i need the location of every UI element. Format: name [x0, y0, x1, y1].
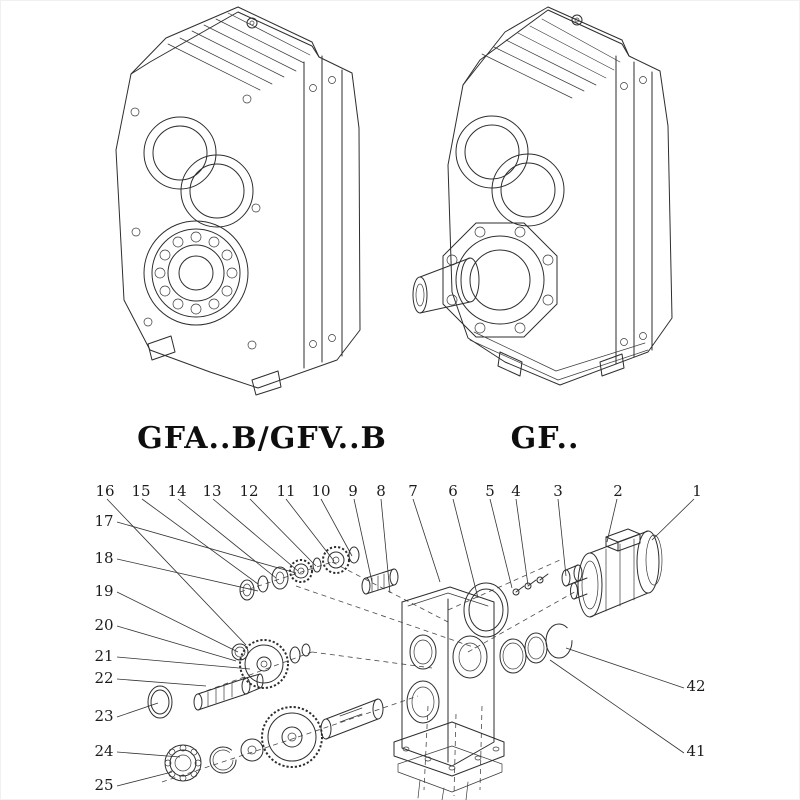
- part-washer-2: [301, 643, 311, 657]
- part-oil-seal: [147, 685, 173, 719]
- model-label-gf: GF..: [510, 421, 580, 456]
- callout-11: 11: [276, 482, 296, 500]
- part-intermediate-gear: [239, 639, 289, 689]
- callout-6: 6: [448, 482, 458, 500]
- leader-lines: [106, 498, 695, 787]
- callout-16: 16: [95, 482, 115, 500]
- callout-17: 17: [94, 512, 114, 530]
- part-flange-gasket-ring: [463, 582, 509, 638]
- callout-1: 1: [692, 482, 702, 500]
- part-gasket: [397, 745, 503, 800]
- part-spacer-1: [312, 557, 322, 573]
- gearbox-drawing-gfab: [115, 6, 361, 396]
- callout-4: 4: [511, 482, 521, 500]
- output-bearing-drawing: [143, 220, 249, 326]
- callout-23: 23: [94, 707, 114, 725]
- part-small-gear-2: [322, 546, 350, 574]
- part-small-gear-1: [289, 559, 313, 583]
- exploded-view-drawing: [147, 528, 663, 800]
- callout-22: 22: [94, 669, 114, 687]
- callout-18: 18: [94, 549, 114, 567]
- part-thrust-washer: [240, 738, 264, 762]
- callout-19: 19: [94, 582, 114, 600]
- callout-2: 2: [613, 482, 623, 500]
- callout-25: 25: [94, 776, 114, 794]
- model-label-gfab: GFA..B/GFV..B: [137, 421, 387, 456]
- cooling-fins-left: [167, 12, 311, 91]
- callout-8: 8: [376, 482, 386, 500]
- part-pinion-shaft: [193, 673, 264, 711]
- cooling-fins-right: [481, 18, 621, 99]
- callout-20: 20: [94, 616, 114, 634]
- output-flange-drawing: [442, 222, 558, 338]
- callout-13: 13: [202, 482, 222, 500]
- callout-3: 3: [553, 482, 563, 500]
- callout-21: 21: [94, 647, 114, 665]
- callout-42: 42: [686, 677, 706, 695]
- callout-41: 41: [686, 742, 706, 760]
- gearbox-drawing-gf: [412, 6, 673, 386]
- callout-10: 10: [311, 482, 331, 500]
- callout-5: 5: [485, 482, 495, 500]
- output-shaft-drawing: [412, 257, 480, 314]
- part-motor: [570, 528, 663, 618]
- part-input-shaft: [361, 568, 399, 595]
- callout-14: 14: [167, 482, 187, 500]
- callout-15: 15: [131, 482, 151, 500]
- part-washer-1: [289, 646, 301, 664]
- part-bottom-flange: [393, 721, 505, 777]
- callout-12: 12: [239, 482, 259, 500]
- part-ring-stack-right: [499, 623, 573, 674]
- part-spacer-2: [348, 546, 360, 564]
- part-ball-bearing: [164, 744, 202, 782]
- part-housing: [401, 586, 495, 767]
- callout-9: 9: [348, 482, 358, 500]
- part-snap-ring: [209, 746, 237, 774]
- callout-7: 7: [408, 482, 418, 500]
- part-output-gear: [261, 706, 323, 768]
- part-bolts: [512, 573, 549, 596]
- part-output-shaft: [320, 698, 384, 740]
- part-input-ring-stack: [239, 566, 289, 601]
- assembly-axis-lines: [161, 559, 579, 797]
- callout-24: 24: [94, 742, 114, 760]
